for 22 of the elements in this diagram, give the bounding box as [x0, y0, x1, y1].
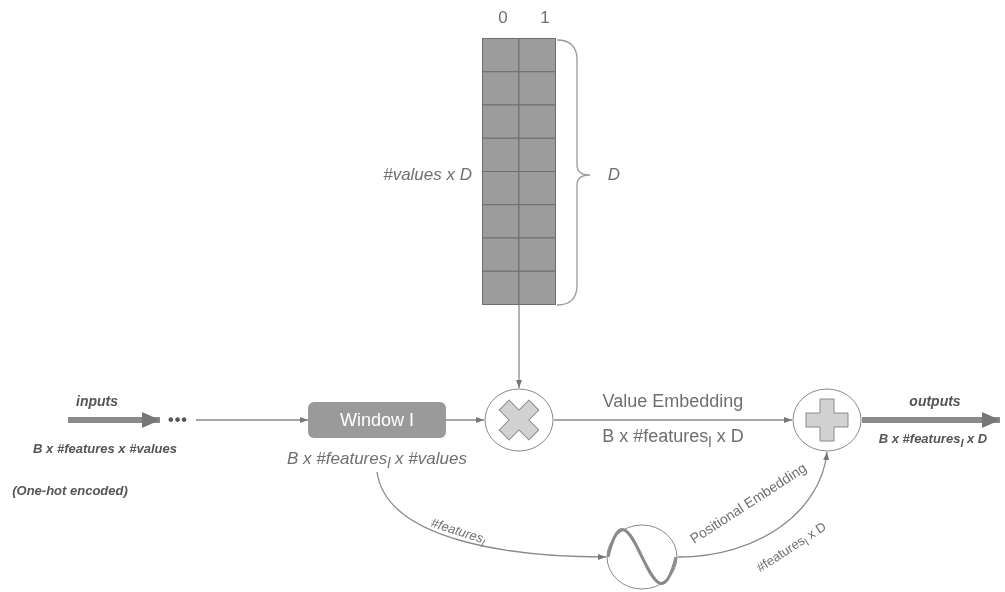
arrow	[516, 304, 522, 389]
arrow	[862, 412, 1000, 428]
arrow	[195, 417, 309, 423]
edge-label: Value Embedding	[602, 390, 744, 412]
arrow	[553, 417, 793, 423]
process-box: Window I	[308, 402, 446, 438]
column-index: 0	[498, 8, 508, 28]
ellipsis-text: •••	[167, 410, 189, 430]
dimension-text: B x #features x #values	[33, 440, 177, 456]
column-index: 1	[540, 8, 550, 28]
edge-label: inputs	[76, 393, 118, 409]
arrow	[445, 417, 485, 423]
arrow	[376, 471, 607, 560]
edge-label: outputs	[909, 393, 961, 409]
dimension-text: B x #features$_{l}$ x D	[602, 426, 744, 450]
dimension-text: B x #features$_{l}$ x #values	[287, 448, 467, 472]
arrow	[68, 412, 160, 428]
arrow	[677, 451, 829, 558]
dimension-text: D	[607, 165, 621, 185]
dimension-text: #values x D	[383, 165, 472, 185]
dimension-text: B x #features$_{l}$ x D	[878, 431, 988, 449]
dimension-text: (One-hot encoded)	[12, 482, 128, 498]
